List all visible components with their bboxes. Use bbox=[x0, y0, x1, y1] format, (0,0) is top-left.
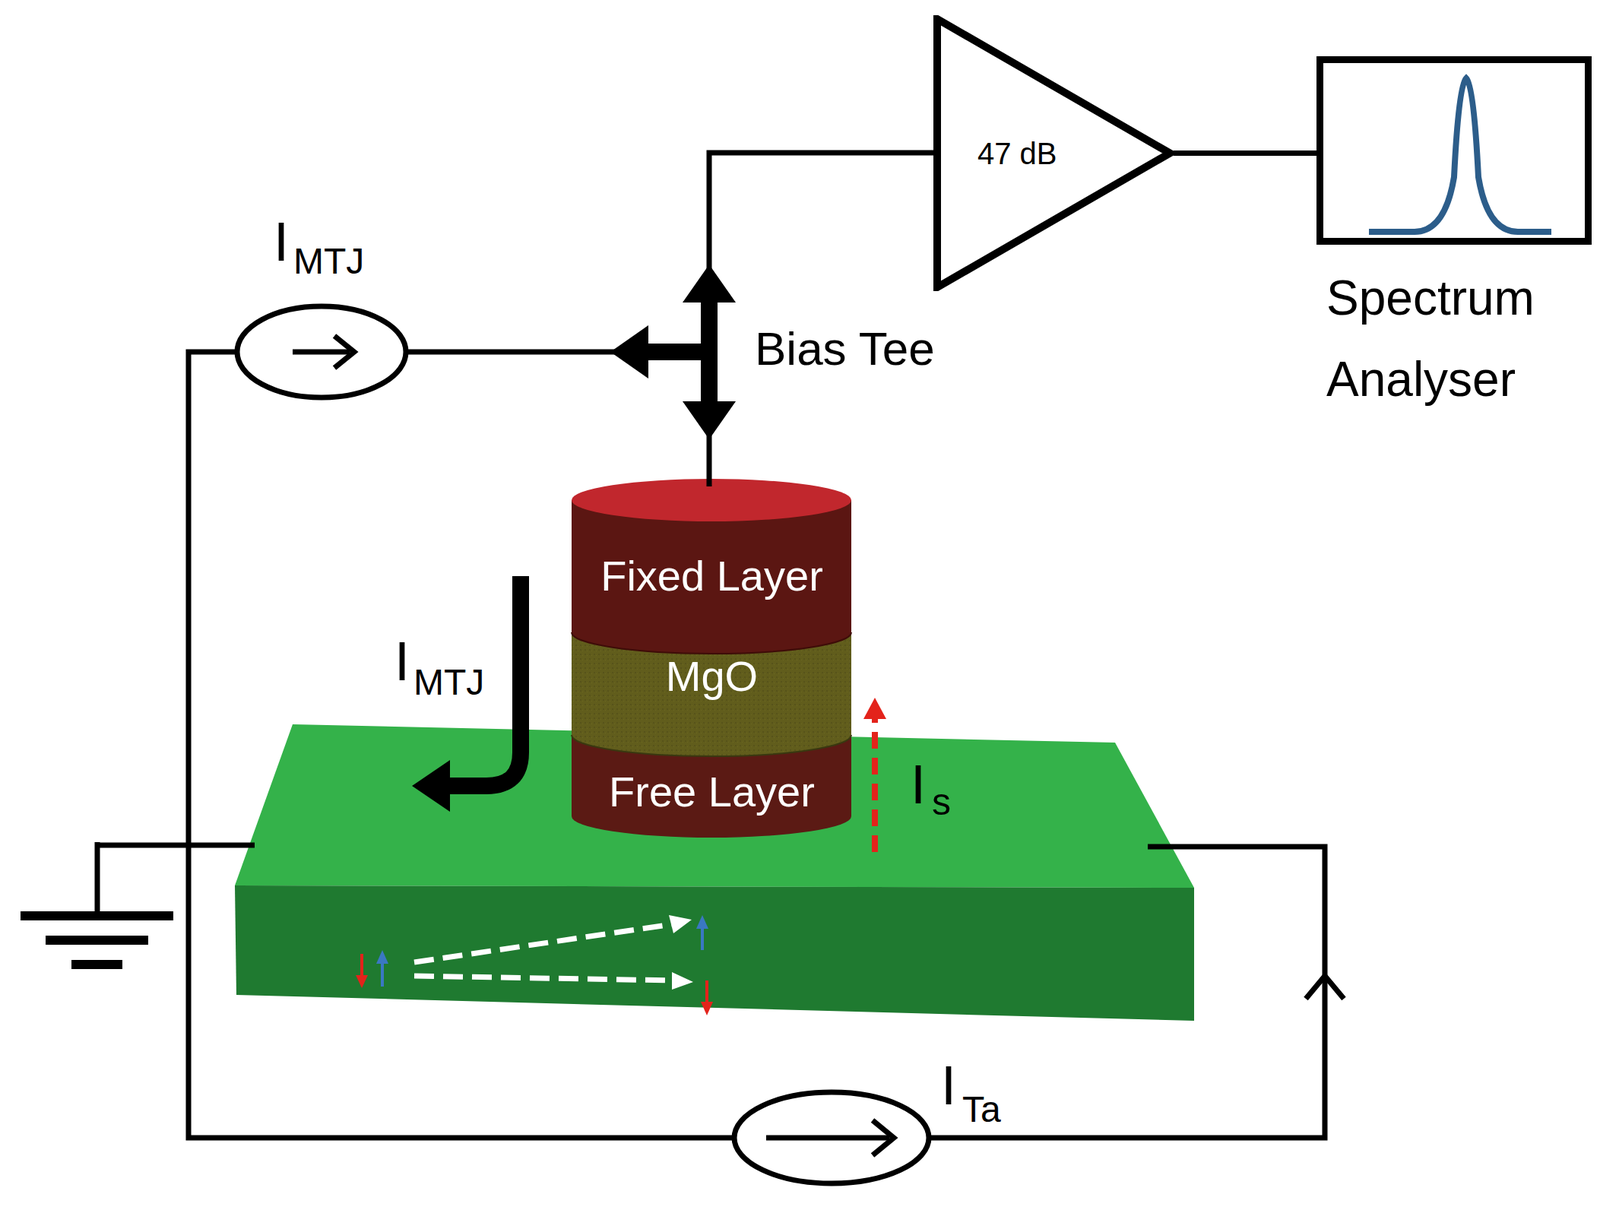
current-subscript: MTJ bbox=[293, 243, 365, 280]
spectrum-analyser-box: Spectrum Analyser bbox=[1316, 56, 1592, 245]
current-symbol: I bbox=[940, 1058, 957, 1113]
layer-label: Free Layer bbox=[608, 770, 815, 814]
spin-hall-sketch bbox=[355, 915, 713, 1016]
current-subscript: MTJ bbox=[413, 664, 485, 701]
spectrum-peak bbox=[1323, 63, 1585, 238]
layer-label: Fixed Layer bbox=[600, 554, 824, 598]
current-source bbox=[237, 306, 406, 398]
current-flow-arrow bbox=[411, 576, 521, 812]
current-subscript: Ta bbox=[962, 1091, 1002, 1128]
mtj-pillar bbox=[571, 478, 852, 838]
component-label: Bias Tee bbox=[754, 325, 935, 373]
current-symbol: I bbox=[273, 214, 289, 270]
current-direction-arrow bbox=[1305, 975, 1344, 999]
ta-slab-front bbox=[234, 885, 1195, 1021]
stack-layer: Fixed Layer bbox=[571, 524, 853, 628]
spin-current-arrow bbox=[863, 697, 887, 853]
signal-wire bbox=[1173, 150, 1317, 156]
current-symbol: I bbox=[394, 633, 410, 689]
stack-layer: MgO bbox=[571, 636, 853, 717]
current-subscript: s bbox=[931, 782, 951, 821]
current-source bbox=[734, 1092, 929, 1184]
instrument-label: Spectrum Analyser bbox=[1326, 257, 1600, 421]
amplifier-triangle: 47 dB bbox=[933, 15, 1174, 292]
gain-label: 47 dB bbox=[977, 138, 1058, 169]
layer-label: MgO bbox=[665, 655, 758, 698]
stack-layer: Free Layer bbox=[571, 752, 853, 832]
bias-tee-symbol bbox=[610, 264, 736, 440]
current-symbol: I bbox=[910, 757, 926, 812]
ground-symbol bbox=[20, 915, 174, 965]
circuit-wires bbox=[97, 152, 1325, 1138]
